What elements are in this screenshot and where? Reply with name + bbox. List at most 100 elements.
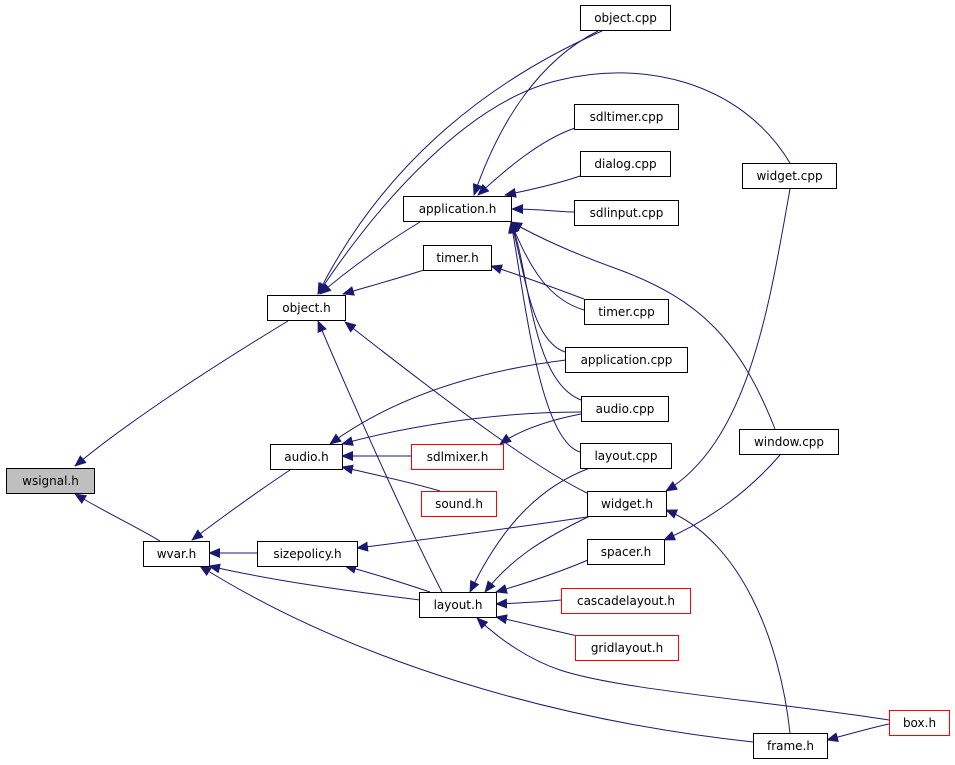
- node-box: [580, 5, 671, 31]
- edge-gridlayout-h-to-layout-h: [495, 614, 579, 637]
- node-gridlayout-h[interactable]: gridlayout.h: [575, 635, 679, 661]
- node-wvar-h[interactable]: wvar.h: [143, 541, 210, 567]
- edge-widget-cpp-to-object-h: [317, 72, 791, 295]
- node-label: sdlinput.cpp: [590, 206, 664, 220]
- edge-application-cpp-to-audio-h: [329, 359, 567, 445]
- node-timer-cpp[interactable]: timer.cpp: [584, 299, 669, 325]
- node-label: spacer.h: [601, 545, 651, 559]
- edge-frame-h-to-wvar-h: [199, 565, 754, 743]
- node-sdltimer-cpp[interactable]: sdltimer.cpp: [574, 104, 679, 130]
- node-label: wsignal.h: [22, 474, 79, 488]
- node-window-cpp[interactable]: window.cpp: [739, 429, 839, 455]
- edge-box-h-to-layout-h: [476, 617, 890, 721]
- node-box: [270, 444, 343, 470]
- node-box: [411, 444, 504, 470]
- node-label: gridlayout.h: [591, 641, 663, 655]
- node-box: [587, 539, 665, 565]
- node-sdlinput-cpp[interactable]: sdlinput.cpp: [574, 200, 679, 226]
- node-widget-h[interactable]: widget.h: [587, 491, 667, 517]
- edge-application-h-to-object-h: [319, 221, 421, 295]
- node-label: timer.cpp: [598, 305, 655, 319]
- node-box: [423, 245, 492, 271]
- node-label: sizepolicy.h: [273, 547, 341, 561]
- edge-wvar-h-to-wsignal-h: [74, 493, 161, 542]
- node-box: [739, 429, 839, 455]
- node-label: application.cpp: [581, 353, 673, 367]
- node-layout-cpp[interactable]: layout.cpp: [580, 443, 672, 469]
- edge-sdlinput-cpp-to-application-h: [511, 204, 575, 215]
- edge-spacer-h-to-layout-h: [495, 559, 589, 594]
- edge-layout-cpp-to-layout-h: [469, 467, 591, 593]
- node-box: [574, 200, 679, 226]
- node-box: [889, 710, 950, 736]
- node-cascadelayout-h[interactable]: cascadelayout.h: [561, 588, 691, 614]
- node-label: layout.h: [434, 598, 483, 612]
- node-box: [267, 295, 346, 321]
- node-application-h[interactable]: application.h: [403, 196, 512, 222]
- node-label: cascadelayout.h: [577, 594, 675, 608]
- edge-object-cpp-to-application-h: [472, 30, 599, 196]
- node-layout-h[interactable]: layout.h: [419, 592, 497, 618]
- node-box: [575, 635, 679, 661]
- node-box: [587, 491, 667, 517]
- node-label: dialog.cpp: [594, 157, 656, 171]
- edge-object-cpp-to-object-h: [317, 30, 603, 295]
- edge-audio-cpp-to-sdlmixer-h: [499, 413, 582, 445]
- edge-window-cpp-to-spacer-h: [663, 454, 781, 541]
- edge-widget-h-to-layout-h: [484, 515, 591, 593]
- node-label: audio.cpp: [596, 402, 655, 416]
- edge-timer-h-to-object-h: [342, 267, 431, 296]
- node-box-h[interactable]: box.h: [889, 710, 950, 736]
- node-dialog-cpp[interactable]: dialog.cpp: [580, 151, 671, 177]
- edge-dialog-cpp-to-application-h: [504, 175, 581, 198]
- node-label: box.h: [903, 716, 936, 730]
- node-label: sdltimer.cpp: [590, 110, 664, 124]
- node-box: [584, 299, 669, 325]
- node-label: application.h: [419, 202, 497, 216]
- node-box: [257, 541, 358, 567]
- node-application-cpp[interactable]: application.cpp: [565, 347, 688, 373]
- edge-audio-cpp-to-application-h: [510, 221, 582, 401]
- node-label: timer.h: [436, 251, 478, 265]
- node-object-cpp[interactable]: object.cpp: [580, 5, 671, 31]
- node-label: sound.h: [435, 497, 483, 511]
- node-object-h[interactable]: object.h: [267, 295, 346, 321]
- node-audio-h[interactable]: audio.h: [270, 444, 343, 470]
- node-box: [753, 733, 828, 759]
- node-box: [565, 347, 688, 373]
- node-widget-cpp[interactable]: widget.cpp: [742, 163, 837, 189]
- node-sound-h[interactable]: sound.h: [421, 491, 497, 517]
- edge-audio-cpp-to-audio-h: [341, 411, 582, 446]
- edge-application-cpp-to-application-h: [509, 221, 566, 353]
- node-sizepolicy-h[interactable]: sizepolicy.h: [257, 541, 358, 567]
- edge-widget-h-to-sizepolicy-h: [356, 516, 588, 552]
- node-box: [561, 588, 691, 614]
- node-wsignal-h[interactable]: wsignal.h: [6, 468, 95, 494]
- edge-layout-cpp-to-application-h: [508, 221, 581, 453]
- edge-layout-h-to-sizepolicy-h: [344, 564, 431, 593]
- node-timer-h[interactable]: timer.h: [423, 245, 492, 271]
- node-box: [581, 396, 669, 422]
- edge-widget-h-to-object-h: [344, 321, 588, 494]
- node-spacer-h[interactable]: spacer.h: [587, 539, 665, 565]
- node-box: [143, 541, 210, 567]
- node-box: [421, 491, 497, 517]
- node-label: widget.cpp: [756, 169, 822, 183]
- node-frame-h[interactable]: frame.h: [753, 733, 828, 759]
- node-box: [419, 592, 497, 618]
- node-layer: wsignal.h object.h wvar.h object.cpp applica…: [6, 5, 950, 759]
- edge-window-cpp-to-application-h: [510, 221, 776, 430]
- node-box: [574, 104, 679, 130]
- node-label: audio.h: [284, 450, 328, 464]
- node-label: wvar.h: [157, 547, 197, 561]
- node-sdlmixer-h[interactable]: sdlmixer.h: [411, 444, 504, 470]
- edge-sound-h-to-audio-h: [341, 464, 441, 492]
- edge-box-h-to-frame-h: [826, 723, 890, 743]
- edge-layer: [74, 30, 890, 743]
- edge-widget-cpp-to-widget-h: [665, 188, 791, 492]
- node-box: [6, 468, 95, 494]
- node-box: [403, 196, 512, 222]
- node-audio-cpp[interactable]: audio.cpp: [581, 396, 669, 422]
- edge-object-h-to-wsignal-h: [74, 320, 289, 467]
